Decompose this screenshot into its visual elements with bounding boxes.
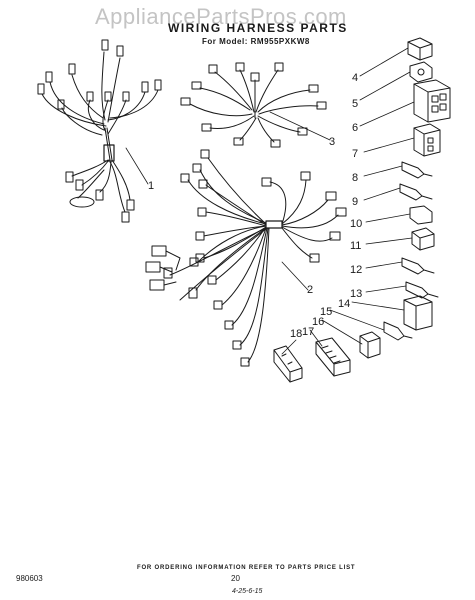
callout-15: 15 [320, 306, 333, 318]
callout-7: 7 [352, 148, 359, 160]
callout-8: 8 [352, 172, 359, 184]
callout-13: 13 [350, 288, 363, 300]
model-prefix: For Model: [202, 37, 248, 46]
model-number: RM955PXKW8 [250, 37, 310, 46]
part-10-connector [409, 205, 433, 225]
part-4-connector [407, 37, 433, 61]
callout-18: 18 [290, 328, 303, 340]
callout-4: 4 [352, 72, 359, 84]
part-11-connector [411, 227, 435, 251]
callout-17: 17 [302, 326, 315, 338]
part-9-terminal [399, 183, 433, 201]
leader-lines [125, 47, 415, 355]
callout-16: 16 [312, 316, 325, 328]
part-16-connector [359, 331, 381, 359]
model-line: For Model: RM955PXKW8 [202, 37, 310, 46]
harness-3 [180, 62, 327, 148]
document-code: 980603 [16, 574, 43, 583]
callout-14: 14 [338, 298, 351, 310]
part-14-connector [403, 295, 433, 331]
part-15-terminal [383, 321, 413, 341]
page-number: 20 [231, 574, 240, 583]
callout-2: 2 [307, 284, 314, 296]
ordering-info-note: FOR ORDERING INFORMATION REFER TO PARTS … [137, 565, 356, 571]
part-8-terminal [401, 161, 433, 179]
part-13-terminal [405, 281, 439, 299]
callout-9: 9 [352, 196, 359, 208]
part-12-terminal [401, 257, 435, 275]
part-18-bracket [273, 345, 303, 383]
part-17-terminal-strip [315, 337, 351, 377]
harness-2 [145, 149, 347, 367]
callout-5: 5 [352, 98, 359, 110]
handwritten-note: 4-25-6-15 [232, 588, 263, 595]
part-5-connector [409, 61, 433, 83]
callout-1: 1 [148, 180, 155, 192]
part-7-connector [413, 123, 441, 157]
site-watermark: AppliancePartsPros.com [95, 4, 347, 29]
page-title: WIRING HARNESS PARTS [168, 21, 348, 35]
callout-11: 11 [350, 240, 362, 252]
callout-12: 12 [350, 264, 363, 276]
callout-3: 3 [329, 136, 336, 148]
callout-10: 10 [350, 218, 363, 230]
callout-6: 6 [352, 122, 359, 134]
harness-1 [37, 39, 162, 223]
part-6-terminal-block [413, 79, 451, 123]
